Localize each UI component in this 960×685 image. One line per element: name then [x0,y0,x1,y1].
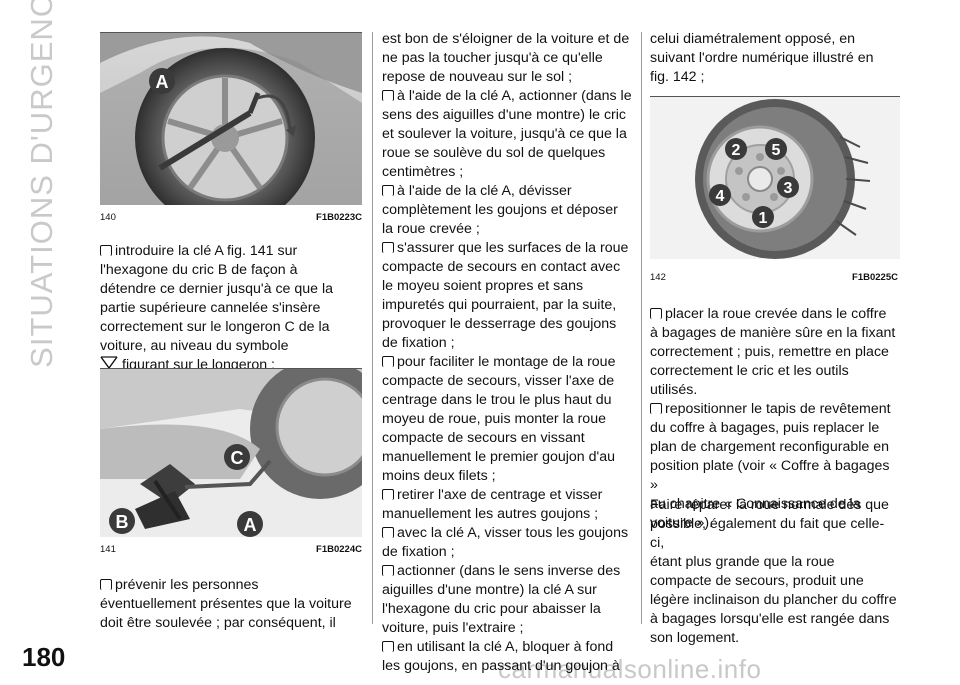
text-line: sens des aiguilles d'une montre) le cric [382,107,627,123]
text-line: correctement le cric et les outils utili… [650,363,849,398]
svg-text:5: 5 [772,142,781,159]
text-line: correctement ; puis, remettre en place [650,344,889,360]
text-line: voiture »). [650,515,714,531]
text-line: repositionner le tapis de revêtement [650,400,898,419]
svg-text:2: 2 [732,142,741,159]
text-line: en utilisant la clé A, bloquer à fond [382,638,634,657]
section-side-title: SITUATIONS D'URGENCE [24,0,59,368]
text-line: du coffre à bagages, puis replacer le [650,420,880,436]
svg-text:4: 4 [716,188,725,205]
column-divider [641,32,642,624]
text-line: de fixation ; [382,335,455,351]
figure-140-image: A [100,33,362,205]
text-line: repose de nouveau sur le sol ; [382,69,573,85]
text-line: compacte de secours en contact avec [382,259,621,275]
figure-142-image: 2 5 4 3 1 [650,97,900,259]
text-line: moyeu de roue, puis monter la roue [382,411,606,427]
text-line: à l'aide de la clé A, dévisser [382,182,634,201]
bullet-icon [650,403,662,414]
callout-5: 5 [765,138,787,160]
text-line: roue se soulève du sol de quelques [382,145,606,161]
bullet-icon [382,185,394,196]
bullet-icon [100,245,112,256]
text-line: compacte de secours en vissant [382,430,585,446]
text-line: position plate (voir « Coffre à bagages … [650,458,890,493]
figure-142: 2 5 4 3 1 [650,96,900,259]
figure-141-caption: 141 F1B0224C [100,544,362,555]
text-line: manuellement les autres goujons ; [382,506,599,522]
text-line: moins deux filets ; [382,468,496,484]
figure-140: A [100,32,362,205]
text-line: le moyeu soient propres et sans [382,278,584,294]
svg-text:A: A [156,72,169,92]
figure-140-caption: 140 F1B0223C [100,212,362,223]
callout-1: 1 [752,206,774,228]
text-line: impuretés qui pourraient, par la suite, [382,297,617,313]
text-line: pour faciliter le montage de la roue [382,353,634,372]
text-line: aiguilles d'une montre) la clé A sur [382,582,597,598]
procedure-steps: est bon de s'éloigner de la voiture et d… [382,30,634,676]
bullet-icon [650,308,662,319]
bullet-icon [100,579,112,590]
page-number: 180 [22,642,66,672]
text-line: à l'aide de la clé A, actionner (dans le [382,87,634,106]
text-line: complètement les goujons et déposer [382,202,618,218]
text-line: centimètres ; [382,164,464,180]
bullet-icon [382,527,394,538]
callout-c: C [224,444,250,470]
callout-a: A [149,68,175,94]
figure-142-caption: 142 F1B0225C [650,272,898,283]
text-line: avec la clé A, visser tous les goujons [382,524,634,543]
callout-a: A [237,511,263,537]
text-line: voiture, puis l'extraire ; [382,620,524,636]
text-line: de fixation ; [382,544,455,560]
text-line: actionner (dans le sens inverse des [382,562,634,581]
svg-text:B: B [116,512,129,532]
callout-2: 2 [725,138,747,160]
text-line: provoquer le desserrage des goujons [382,316,617,332]
svg-text:3: 3 [784,180,793,197]
figure-141: C B A [100,368,362,537]
bullet-icon [382,489,394,500]
bullet-icon [382,565,394,576]
text-line: placer la roue crevée dans le coffre [650,305,898,324]
paragraph-warn-people: prévenir les personnes éventuellement pr… [100,577,352,631]
text-line: plan de chargement reconfigurable en [650,439,889,455]
column-divider [372,32,373,624]
svg-text:1: 1 [759,210,768,227]
callout-3: 3 [777,176,799,198]
paragraph-insert-key: introduire la clé A fig. 141 sur l'hexag… [100,243,334,373]
figure-141-image: C B A [100,369,362,537]
text-line: s'assurer que les surfaces de la roue [382,239,634,258]
paragraph-continued: celui diamétralement opposé, en suivant … [650,31,874,85]
text-line: manuellement le premier goujon d'au [382,449,615,465]
text-line: centrage dans le trou le plus haut du [382,392,612,408]
text-line: est bon de s'éloigner de la voiture et d… [382,31,630,47]
bullet-icon [382,356,394,367]
text-line: les goujons, en passant d'un goujon à [382,658,620,674]
text-line: la roue crevée ; [382,221,480,237]
text-line: l'hexagone du cric pour abaisser la [382,601,601,617]
text-line: compacte de secours, visser l'axe de [382,373,615,389]
bullet-icon [382,242,394,253]
text-line: à bagages de manière sûre en la fixant [650,325,896,341]
svg-text:C: C [231,448,244,468]
bullet-icon [382,90,394,101]
text-line: retirer l'axe de centrage et visser [382,486,634,505]
bullet-icon [382,641,394,652]
text-line: au chapitre « Connaissance de la [650,496,861,512]
callout-b: B [109,508,135,534]
text-line: et soulever la voiture, jusqu'à ce que l… [382,126,627,142]
paragraph-final-note: Faire réparer la roue normale dès que po… [650,497,897,646]
text-line: ne pas la toucher jusqu'à ce qu'elle [382,50,603,66]
callout-4: 4 [709,184,731,206]
svg-text:A: A [244,515,257,535]
